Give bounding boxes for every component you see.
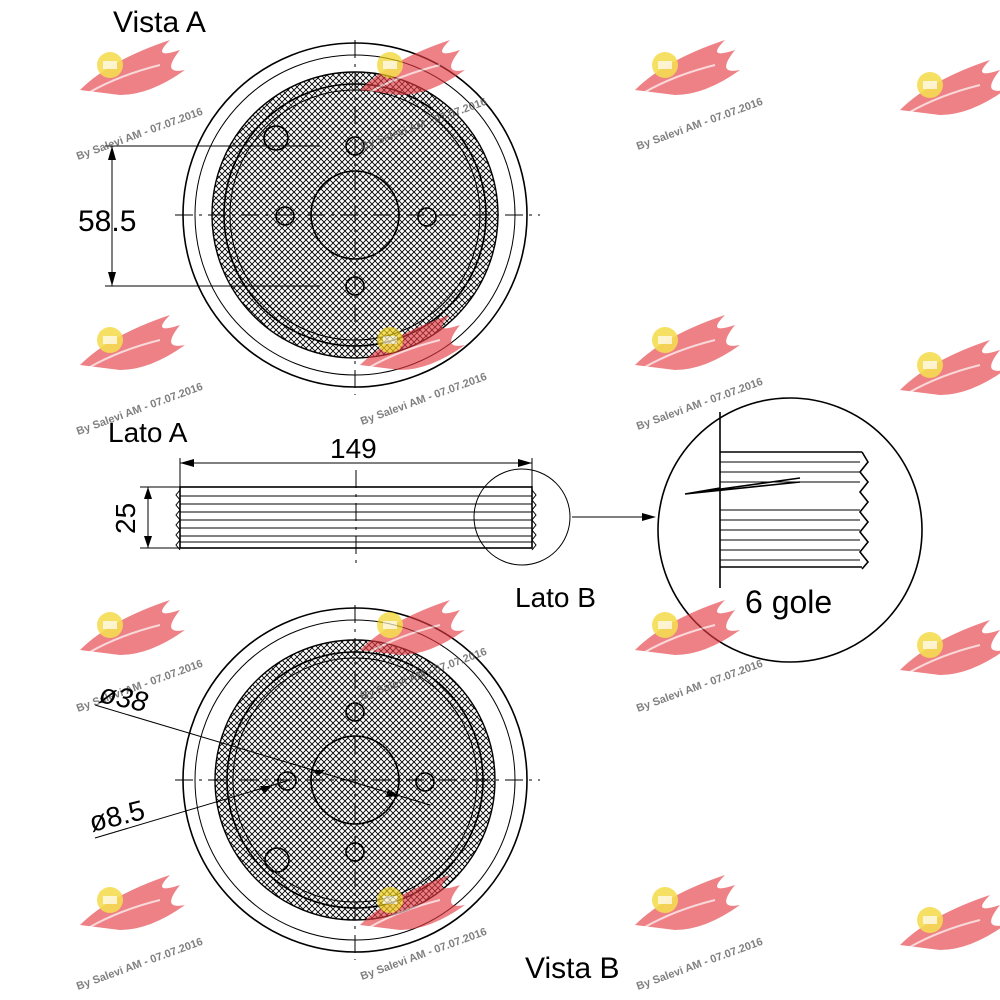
winged-logo-icon <box>899 59 1000 116</box>
bolt-spacing-dimension: 58.5 <box>78 205 136 238</box>
winged-logo-icon <box>634 599 741 656</box>
winged-logo-icon <box>899 339 1000 396</box>
watermark-text: By Salevi AM - 07.07.2016 <box>635 376 765 433</box>
winged-logo-icon <box>899 619 1000 676</box>
winged-logo-icon <box>899 894 1000 951</box>
winged-logo-icon <box>359 599 466 656</box>
winged-logo-icon <box>79 314 186 371</box>
side-b-label: Lato B <box>515 582 596 613</box>
watermark-text: By Salevi AM - 07.07.2016 <box>635 96 765 153</box>
thickness-dimension: 25 <box>110 503 141 534</box>
view-b-label: Vista B <box>525 952 620 985</box>
side-a-label: Lato A <box>108 417 188 448</box>
winged-logo-icon <box>79 599 186 656</box>
watermark-text: By Salevi AM - 07.07.2016 <box>359 371 489 428</box>
side-view-a <box>140 458 656 566</box>
watermark-text: By Salevi AM - 07.07.2016 <box>75 106 205 163</box>
width-dimension: 149 <box>330 433 377 464</box>
winged-logo-icon <box>634 314 741 371</box>
view-a <box>105 40 540 395</box>
view-a-label: Vista A <box>113 6 206 39</box>
watermark-text: By Salevi AM - 07.07.2016 <box>635 936 765 993</box>
winged-logo-icon <box>79 39 186 96</box>
winged-logo-icon <box>634 39 741 96</box>
view-b <box>94 605 540 960</box>
winged-logo-icon <box>359 39 466 96</box>
winged-logo-icon <box>634 874 741 931</box>
watermark-text: By Salevi AM - 07.07.2016 <box>75 936 205 993</box>
grooves-label: 6 gole <box>745 584 832 620</box>
watermark-text: By Salevi AM - 07.07.2016 <box>635 658 765 715</box>
bolt-hole-dimension: ø8.5 <box>86 794 148 838</box>
winged-logo-icon <box>79 874 186 931</box>
groove-detail <box>657 397 923 663</box>
watermark-layer: By Salevi AM - 07.07.2016 By Salevi AM -… <box>75 39 1000 993</box>
watermark-text: By Salevi AM - 07.07.2016 <box>359 926 489 983</box>
